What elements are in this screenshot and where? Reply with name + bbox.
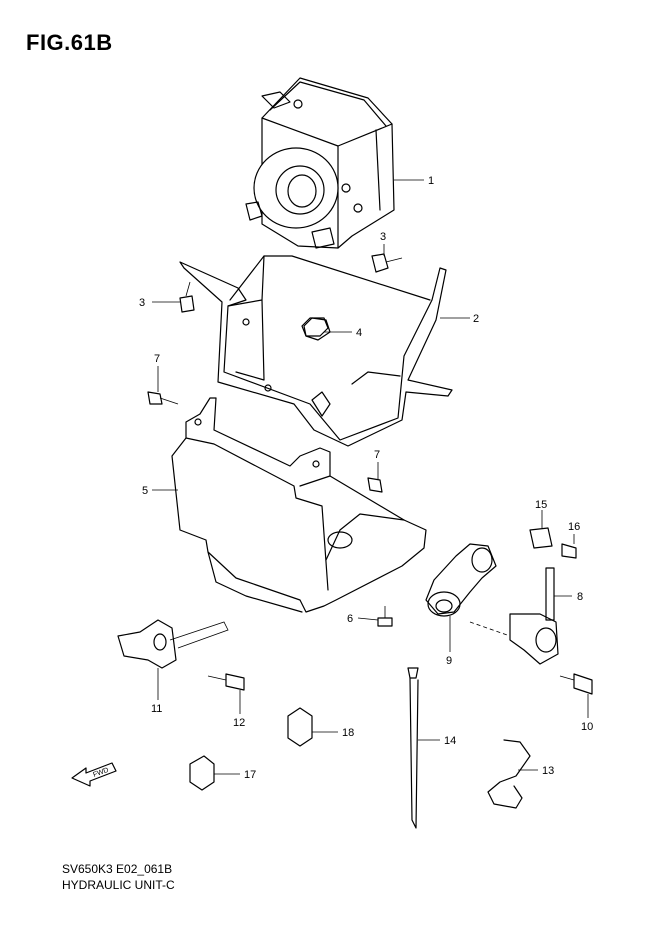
bolt-10-drawing — [559, 673, 593, 695]
callout-5: 5 — [142, 485, 148, 497]
sensor-9-drawing — [425, 543, 497, 617]
callout-7-lower: 7 — [374, 449, 380, 461]
clamp-17-drawing — [189, 755, 215, 791]
drawing-caption: HYDRAULIC UNIT-C — [62, 878, 175, 892]
callout-10: 10 — [581, 721, 593, 733]
callout-9: 9 — [446, 655, 452, 667]
callout-2: 2 — [473, 313, 479, 325]
clamp-18-drawing — [287, 707, 313, 747]
sensor-11-drawing — [117, 619, 229, 669]
callout-3-left: 3 — [139, 297, 145, 309]
callout-16: 16 — [568, 521, 580, 533]
cable-tie-drawing — [407, 667, 419, 829]
callout-17: 17 — [244, 769, 256, 781]
clip-15-drawing — [529, 527, 553, 549]
callout-12: 12 — [233, 717, 245, 729]
bolt-12-drawing — [207, 673, 245, 691]
spring-clip-drawing — [487, 739, 531, 809]
callout-14: 14 — [444, 735, 456, 747]
callout-4: 4 — [356, 327, 362, 339]
callout-1: 1 — [428, 175, 434, 187]
callout-18: 18 — [342, 727, 354, 739]
forward-arrow: FWD — [71, 762, 117, 787]
cover-drawing — [171, 397, 427, 613]
hydraulic-unit-drawing — [245, 77, 395, 249]
bracket-drawing — [179, 255, 453, 447]
callout-13: 13 — [542, 765, 554, 777]
callout-numbers: 1 2 3 3 4 5 6 7 7 8 9 10 11 12 13 14 15 … — [139, 175, 593, 781]
callout-11: 11 — [151, 703, 162, 715]
bolt-16-drawing — [561, 543, 577, 559]
drawing-code: SV650K3 E02_061B — [62, 862, 173, 876]
bolt-3-left — [179, 281, 195, 313]
callout-3-upper: 3 — [380, 231, 386, 243]
callout-8: 8 — [577, 591, 583, 603]
grommet-drawing — [301, 317, 329, 337]
bolt-3-upper — [371, 253, 403, 273]
bolt-7-lower — [367, 477, 383, 493]
callout-7-upper: 7 — [154, 353, 160, 365]
screw-drawing — [377, 606, 393, 627]
callout-6: 6 — [347, 613, 353, 625]
callout-15: 15 — [535, 499, 547, 511]
leader-lines — [152, 179, 589, 775]
bolt-7-upper — [147, 391, 179, 405]
figure-title: FIG.61B — [26, 30, 113, 55]
sensor-8-drawing — [509, 567, 559, 665]
